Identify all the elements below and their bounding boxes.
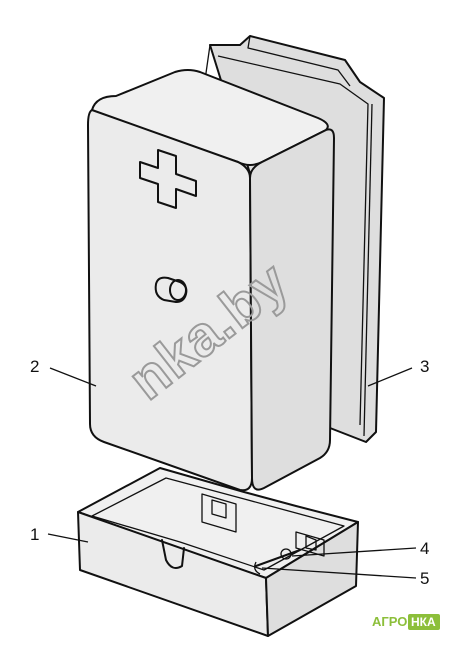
brand-logo: АГРО НКА [372,614,440,630]
box-part-2 [87,69,335,492]
latch-knob [154,276,188,303]
brand-text-right: НКА [411,615,436,629]
callout-5: 5 [420,569,429,588]
callout-4: 4 [420,539,429,558]
callout-3: 3 [420,357,429,376]
cross-icon [139,149,197,209]
brand-text-left: АГРО [372,614,407,629]
callout-2: 2 [30,357,39,376]
callout-1: 1 [30,525,39,544]
base-part-1 [77,467,359,637]
leader-lines [47,367,417,579]
